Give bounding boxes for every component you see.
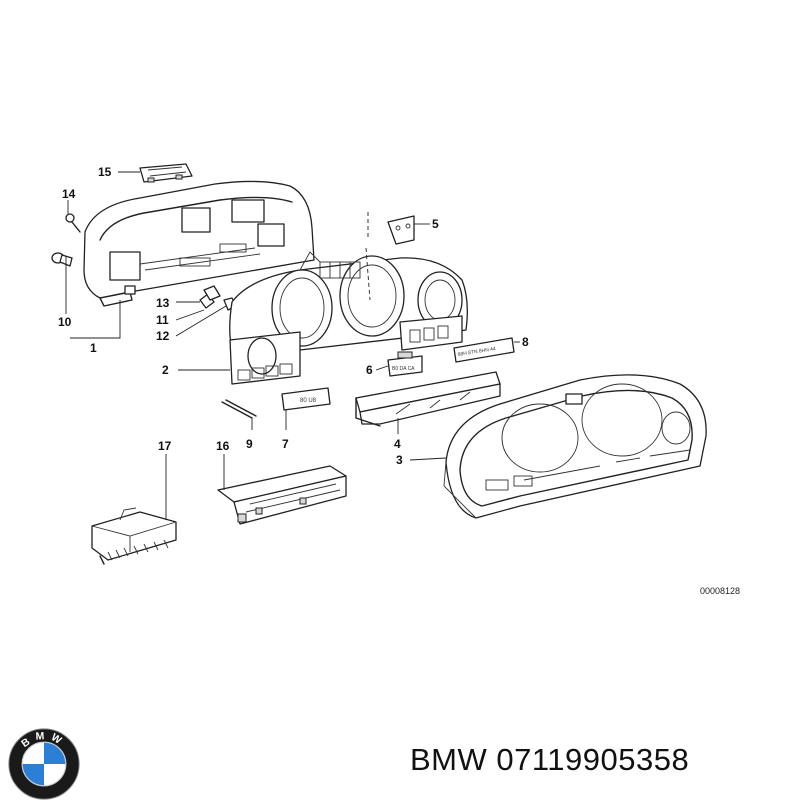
callout-1: 1	[90, 341, 97, 355]
callout-3: 3	[396, 453, 403, 467]
part-8-label-text: 88H 8TN 8HN 44	[457, 346, 496, 358]
part-10-bulb-socket	[51, 252, 73, 267]
callout-2: 2	[162, 363, 169, 377]
part-2-gauge-carrier	[229, 251, 468, 385]
callout-8: 8	[522, 335, 529, 349]
callout-10: 10	[58, 315, 72, 329]
part-14-screw	[65, 213, 81, 233]
footer-part-number: BMW 07119905358	[410, 742, 690, 777]
callout-17: 17	[158, 439, 172, 453]
part-16-connector-strip	[217, 465, 347, 525]
part-9-pin	[221, 399, 257, 419]
part-3-front-bezel	[443, 374, 707, 519]
svg-text:B0 DA CA: B0 DA CA	[392, 366, 415, 372]
leader-lines	[65, 171, 520, 520]
callout-5: 5	[432, 217, 439, 231]
callout-13: 13	[156, 296, 170, 310]
callout-16: 16	[216, 439, 230, 453]
part-1-circuit-board-housing	[83, 180, 315, 307]
callout-14: 14	[62, 187, 76, 201]
part-7-label: 80 U8	[281, 387, 331, 411]
callout-6: 6	[366, 363, 373, 377]
callout-9: 9	[246, 437, 253, 451]
part-15-connector	[139, 163, 193, 183]
callout-12: 12	[156, 329, 170, 343]
part-7-label-text: 80 U8	[300, 398, 317, 404]
bmw-logo: BMW	[8, 728, 80, 800]
callout-4: 4	[394, 437, 401, 451]
part-11-12-13-bulbs	[199, 285, 237, 311]
part-5-bracket	[365, 212, 415, 301]
callout-11: 11	[156, 313, 169, 327]
part-8-label-strip: 88H 8TN 8HN 44	[453, 337, 515, 363]
callout-numbers: 1 2 3 4 5 6 7 8 9 10 11 12 13 14 15 16 1…	[58, 165, 529, 467]
part-6-small-connector: B0 DA CA	[387, 351, 423, 377]
callout-15: 15	[98, 165, 112, 179]
callout-7: 7	[282, 437, 289, 451]
part-4-lens-tray	[355, 371, 501, 427]
document-number: 00008128	[700, 586, 741, 596]
part-17-module	[91, 507, 177, 565]
